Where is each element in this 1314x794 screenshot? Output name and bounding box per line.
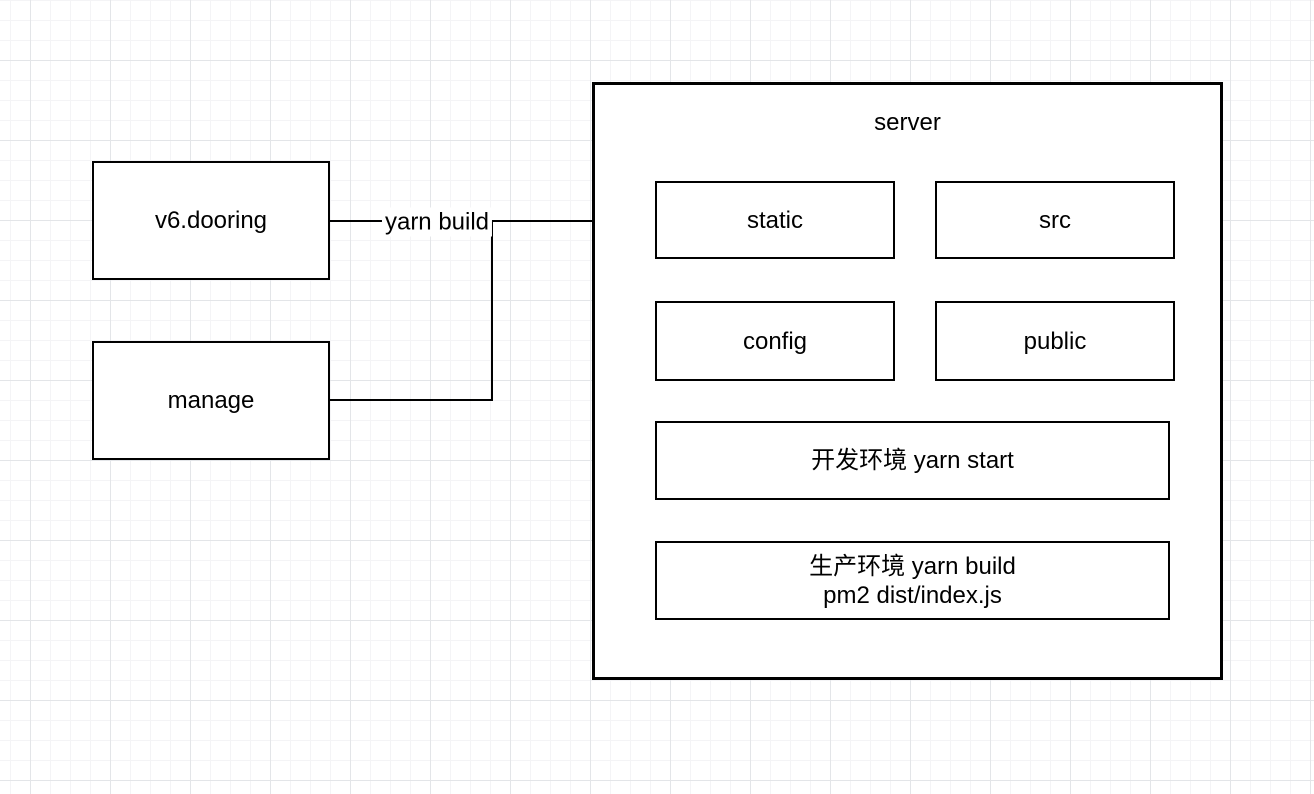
node-src-label: src: [1039, 206, 1071, 234]
node-config-label: config: [742, 327, 808, 355]
node-prod-env-label: 生产环境 yarn build pm2 dist/index.js: [809, 552, 1016, 610]
node-static: static: [655, 181, 895, 259]
node-dev-env-label: 开发环境 yarn start: [811, 447, 1014, 474]
node-config: config: [655, 301, 895, 381]
node-server-container: server static src config public 开发环境 yar…: [592, 82, 1223, 680]
server-container-title: server: [874, 109, 941, 136]
edge-manage-to-join: [330, 221, 493, 401]
node-prod-env-line1: 生产环境 yarn build: [809, 552, 1016, 580]
node-prod-env-line2: pm2 dist/index.js: [823, 581, 1002, 609]
node-public-label: public: [1023, 327, 1087, 355]
node-public: public: [935, 301, 1175, 381]
node-prod-env: 生产环境 yarn build pm2 dist/index.js: [655, 541, 1170, 620]
node-dev-env: 开发环境 yarn start: [655, 421, 1170, 500]
node-manage: manage: [92, 341, 330, 460]
edge-label-yarn-build: yarn build: [381, 207, 493, 237]
node-static-label: static: [746, 206, 803, 234]
node-src: src: [935, 181, 1175, 259]
node-v6-dooring-label: v6.dooring: [154, 207, 268, 234]
node-v6-dooring: v6.dooring: [92, 161, 330, 280]
node-manage-label: manage: [167, 387, 255, 414]
